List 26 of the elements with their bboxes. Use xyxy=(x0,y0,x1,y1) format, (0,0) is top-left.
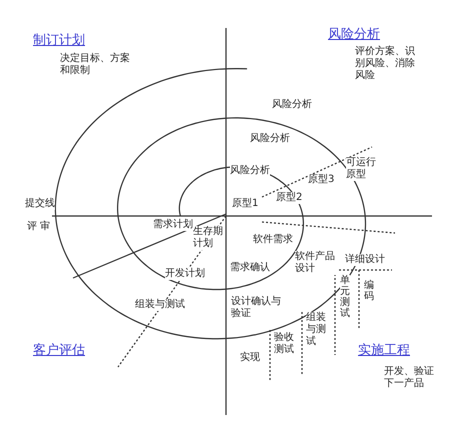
diagram-label: 开发计划 xyxy=(165,268,205,280)
quadrant-heading: 客户评估 xyxy=(33,343,85,359)
diagram-label: 风险分析 xyxy=(272,99,312,111)
quadrant-heading: 制订计划 xyxy=(33,33,85,49)
diagram-label: 可运行原型 xyxy=(346,157,378,181)
diagram-label: 实现 xyxy=(240,352,260,364)
diagram-label: 原型2 xyxy=(276,192,302,204)
quadrant-heading: 风险分析 xyxy=(328,27,380,43)
diagram-label: 编码 xyxy=(364,280,374,302)
diagram-label: 需求确认 xyxy=(230,262,270,274)
diagram-label: 评 审 xyxy=(27,221,50,233)
diagram-label: 原型3 xyxy=(308,174,334,186)
diagram-label: 风险分析 xyxy=(230,165,270,177)
diagram-label: 风险分析 xyxy=(250,133,290,145)
diagram-label: 决定目标、方案和限制 xyxy=(60,53,132,77)
diagram-label: 评价方案、识别风险、消除风险 xyxy=(355,46,417,82)
diagram-label: 软件需求 xyxy=(253,234,293,246)
diagram-label: 详细设计 xyxy=(345,254,385,266)
quadrant-heading: 实施工程 xyxy=(358,343,410,359)
diagram-label: 组装与测试 xyxy=(135,299,185,311)
diagram-label: 原型1 xyxy=(232,198,258,210)
diagram-label: 需求计划 xyxy=(153,219,193,231)
diagram-label: 提交线 xyxy=(25,198,55,210)
diagram-label: 单元测试 xyxy=(340,275,350,319)
diagram-label: 生存期计划 xyxy=(193,226,225,250)
diagram-label: 软件产品设计 xyxy=(295,251,337,275)
